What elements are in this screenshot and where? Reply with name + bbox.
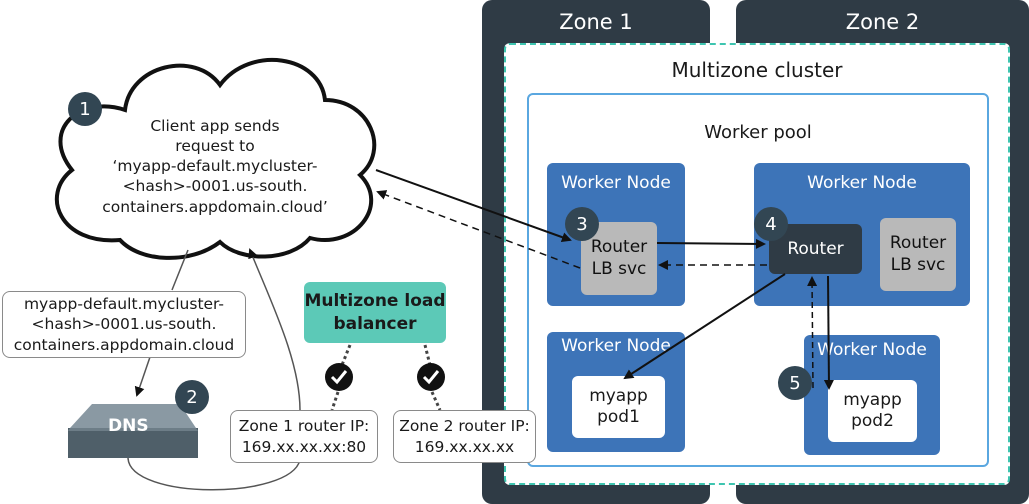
zone1-router-ip: Zone 1 router IP: 169.xx.xx.xx:80 <box>230 410 378 463</box>
check-icon <box>417 363 445 391</box>
worker-node-label: Worker Node <box>817 340 927 360</box>
myapp-pod2: myapp pod2 <box>828 380 917 442</box>
worker-node-label: Worker Node <box>807 173 917 193</box>
client-request-text: Client app sends request to ‘myapp-defau… <box>102 117 328 216</box>
router-lb-svc-zone2: Router LB svc <box>880 218 956 291</box>
worker-pool-title: Worker pool <box>704 122 812 143</box>
worker-node-zone1-bottom: Worker Node myapp pod1 <box>547 332 685 452</box>
myapp-pod1: myapp pod1 <box>572 376 665 438</box>
zone2-router-ip: Zone 2 router IP: 169.xx.xx.xx <box>393 410 536 463</box>
hostname-box: myapp-default.mycluster- <hash>-0001.us-… <box>2 291 246 358</box>
multizone-load-balancer: Multizone load balancer <box>304 282 446 343</box>
step-badge-1: 1 <box>68 92 102 126</box>
worker-node-zone2-bottom: Worker Node myapp pod2 <box>804 335 940 455</box>
step-badge-3: 3 <box>565 207 599 241</box>
step-badge-4: 4 <box>754 207 788 241</box>
dns-label: DNS <box>108 416 149 436</box>
dns-device-icon <box>68 404 198 458</box>
worker-node-label: Worker Node <box>561 173 671 193</box>
client-cloud-shape <box>54 58 377 260</box>
zone-1-title: Zone 1 <box>559 10 633 34</box>
worker-node-zone2-top: Worker Node Router Router LB svc <box>754 163 970 306</box>
check-icon <box>325 363 353 391</box>
cluster-title: Multizone cluster <box>671 58 843 82</box>
step-badge-2: 2 <box>175 380 209 414</box>
worker-node-label: Worker Node <box>561 336 671 356</box>
zone-2-title: Zone 2 <box>845 10 920 34</box>
step-badge-5: 5 <box>778 366 812 400</box>
